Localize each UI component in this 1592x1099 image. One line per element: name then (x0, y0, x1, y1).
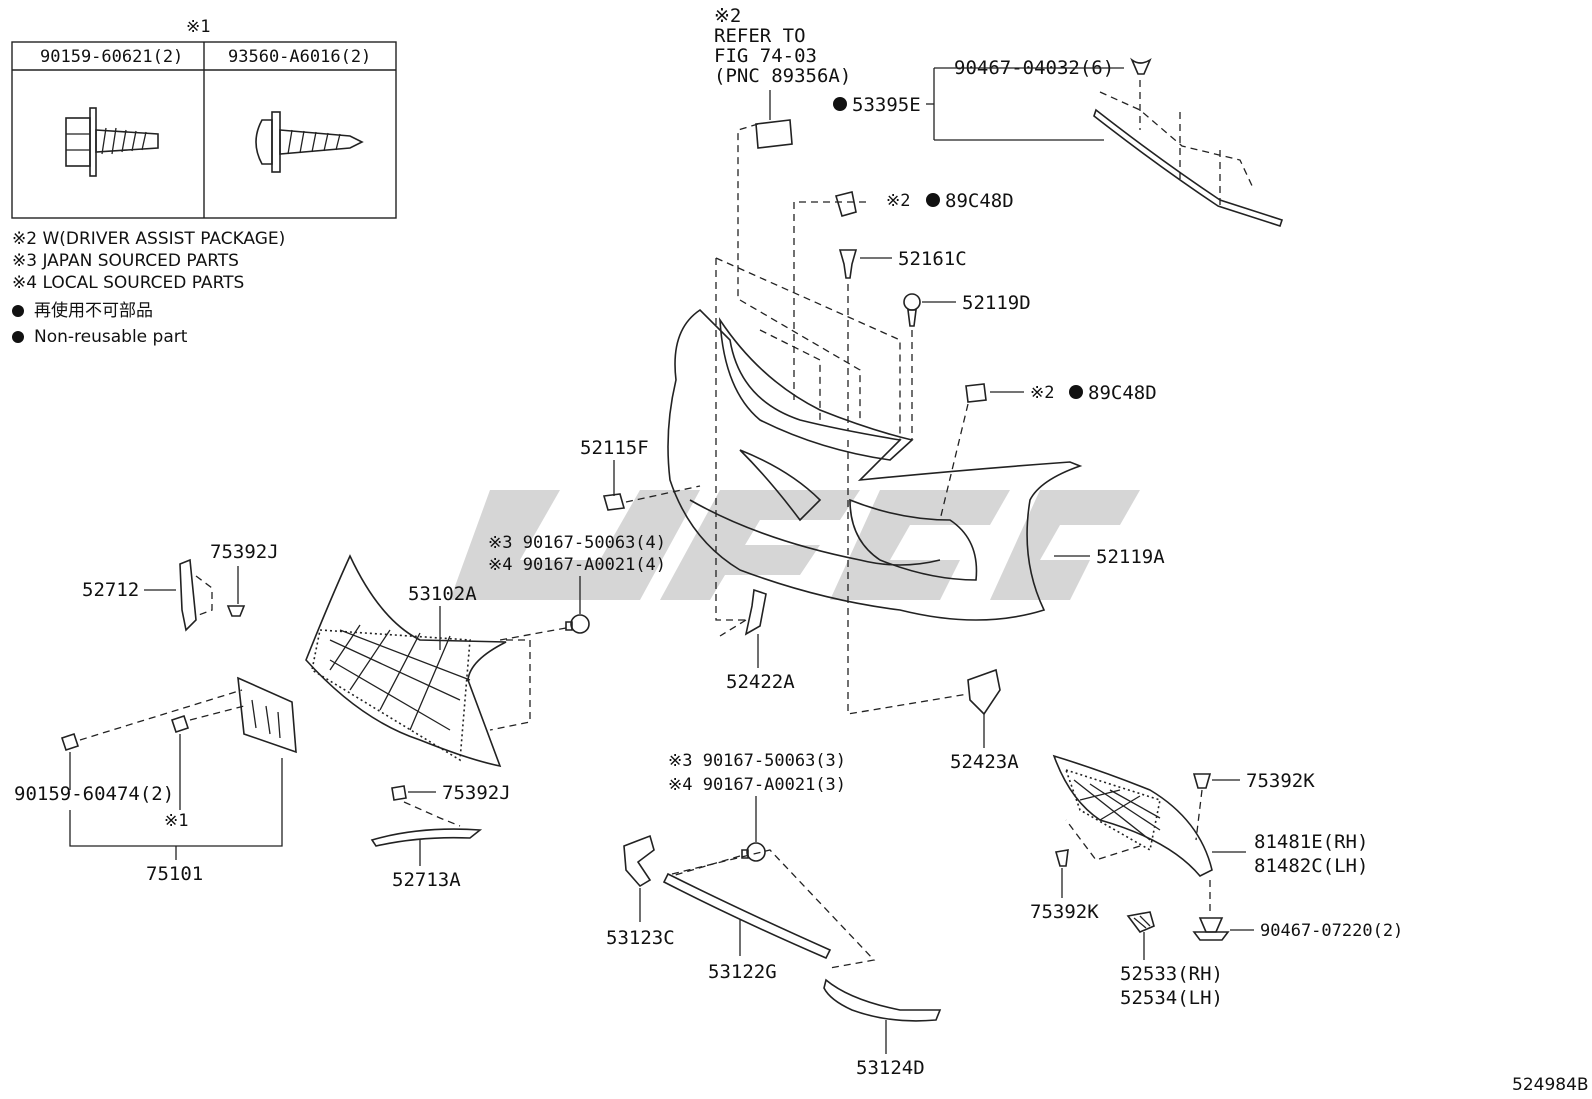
label-52423A: 52423A (950, 751, 1019, 773)
label-52422A: 52422A (726, 671, 795, 693)
label-75101-note: ※1 (164, 811, 188, 831)
clip-75392K-low: 75392K (1030, 849, 1099, 923)
label-52119D: 52119D (962, 292, 1031, 314)
label-75392K-low: 75392K (1030, 901, 1099, 923)
label-90167-grille-4: ※4 90167-A0021(4) (488, 555, 666, 575)
fog-cover-81481E: 75392K 81481E(RH) 81482C(LH) (1052, 754, 1368, 877)
legend-note2: ※2 W(DRIVER ASSIST PACKAGE) (12, 229, 285, 249)
sensor-bracket-mid: ※2 89C48D (939, 382, 1157, 521)
bumper-cover-52119A: 52119A (667, 257, 1165, 621)
label-53124D: 53124D (856, 1057, 925, 1079)
bracket-52712: 52712 75392J (82, 541, 279, 632)
label-75392K-top: 75392K (1246, 770, 1315, 792)
label-90467-07220: 90467-07220(2) (1260, 921, 1403, 941)
label-90167-grille-3: ※3 90167-50063(4) (488, 533, 666, 553)
illustration-id: 524984B (1512, 1075, 1589, 1095)
spoiler-53122G: 53122G (662, 849, 876, 983)
label-52119A: 52119A (1096, 546, 1165, 568)
legend-nonreusable-jp: 再使用不可部品 (34, 300, 153, 321)
label-89C48D-mid: 89C48D (1088, 382, 1157, 404)
label-89C48D-top: 89C48D (945, 190, 1014, 212)
trim-53124D: 53124D (823, 978, 942, 1079)
retainer-90467-07220: 90467-07220(2) (1192, 880, 1403, 941)
legend-note3: ※3 JAPAN SOURCED PARTS (12, 251, 239, 271)
bracket-52423A: 52423A (847, 440, 1019, 773)
label-90167-lower-4: ※4 90167-A0021(3) (668, 775, 846, 795)
label-89C48D-top-note: ※2 (886, 191, 910, 211)
refer-note-line3: FIG 74-03 (714, 45, 817, 67)
legend: ※2 W(DRIVER ASSIST PACKAGE) ※3 JAPAN SOU… (12, 229, 285, 347)
nonreusable-dot-icon (926, 193, 940, 207)
guide-53123C: 53123C (606, 834, 675, 949)
pan-screw-illustration (255, 111, 364, 173)
label-52713A: 52713A (392, 869, 461, 891)
label-90167-lower-3: ※3 90167-50063(3) (668, 751, 846, 771)
label-75392J-top: 75392J (210, 541, 279, 563)
refer-note: ※2 REFER TO FIG 74-03 (PNC 89356A) (714, 5, 851, 300)
label-75392J-low: 75392J (442, 782, 511, 804)
label-52712: 52712 (82, 579, 139, 601)
molding-53395E: 90467-04032(6) 53395E (833, 57, 1284, 228)
label-90159-60474: 90159-60474(2) (14, 783, 174, 805)
bracket-52533: 52533(RH) 52534(LH) (1120, 911, 1223, 1009)
label-75101: 75101 (146, 863, 203, 885)
refer-note-mark: ※2 (714, 5, 741, 27)
fastener-table: ※1 90159-60621(2) 93560-A6016(2) (11, 17, 397, 219)
label-53122G: 53122G (708, 961, 777, 983)
table-col2-part: 93560-A6016(2) (228, 47, 371, 67)
grille-53102A: 53102A (305, 554, 531, 768)
nonreusable-dot-icon (12, 305, 24, 317)
label-53123C: 53123C (606, 927, 675, 949)
table-col1-part: 90159-60621(2) (40, 47, 183, 67)
hex-bolt-illustration (65, 107, 159, 177)
label-52115F: 52115F (580, 437, 649, 459)
legend-note4: ※4 LOCAL SOURCED PARTS (12, 273, 244, 293)
legend-nonreusable-en: Non-reusable part (34, 327, 188, 347)
label-81481E: 81481E(RH) (1254, 831, 1368, 853)
clip-52161C: 52161C (838, 248, 967, 430)
molding-52713A: 75392J 52713A (370, 782, 511, 891)
screw-52119D: 52119D (903, 292, 1031, 440)
label-89C48D-mid-note: ※2 (1030, 383, 1054, 403)
lower-fastener-90167: ※3 90167-50063(3) ※4 90167-A0021(3) (668, 751, 846, 877)
grille-fastener-90167: ※3 90167-50063(4) ※4 90167-A0021(4) (488, 533, 666, 641)
nonreusable-dot-icon (12, 331, 24, 343)
label-52161C: 52161C (898, 248, 967, 270)
bracket-52422A: 52422A (719, 588, 795, 693)
label-52534: 52534(LH) (1120, 987, 1223, 1009)
label-53395E: 53395E (852, 94, 921, 116)
sensor-bracket-top: ※2 89C48D (793, 190, 1014, 400)
label-52533: 52533(RH) (1120, 963, 1223, 985)
nonreusable-dot-icon (833, 97, 847, 111)
refer-note-line2: REFER TO (714, 25, 806, 47)
watermark-logo (450, 490, 1140, 600)
label-53102A: 53102A (408, 583, 477, 605)
refer-note-line4: (PNC 89356A) (714, 65, 851, 87)
label-81482C: 81482C(LH) (1254, 855, 1368, 877)
license-bracket-75101: 90159-60474(2) ※1 75101 (14, 676, 297, 885)
nonreusable-dot-icon (1069, 385, 1083, 399)
table-note-mark: ※1 (186, 17, 210, 37)
retainer-52115F: 52115F (580, 437, 701, 511)
